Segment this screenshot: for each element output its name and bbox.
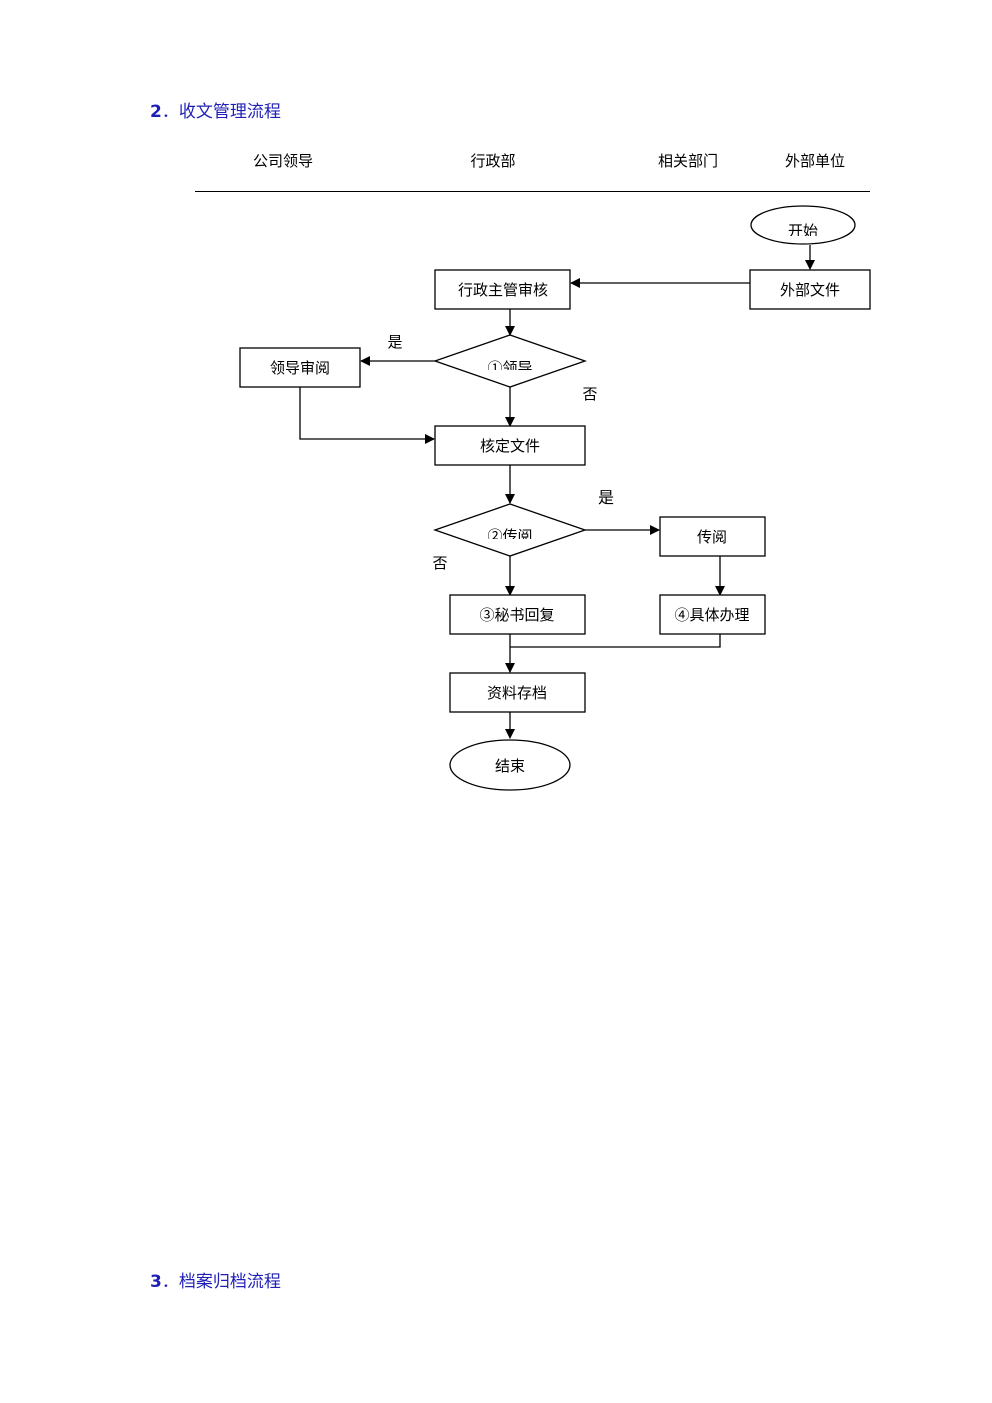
section-number: 2 — [150, 102, 162, 122]
handle-node — [659, 594, 766, 635]
section-number: 3 — [150, 1272, 162, 1292]
edge-handle-to-archive — [510, 634, 721, 648]
archive-node — [449, 672, 586, 713]
admin-review-label: 行政主管审核 — [458, 281, 548, 299]
circulate-label: 传阅 — [697, 528, 727, 546]
leader-read-label: 领导审阅 — [270, 359, 330, 377]
circulate-node — [659, 516, 766, 557]
handle-label: ④具体办理 — [674, 606, 749, 624]
circulate-decision-node — [433, 503, 587, 557]
circulate-decision-no-label: 否 — [432, 554, 447, 572]
lane-header-company-leader: 公司领导 — [252, 152, 314, 170]
leader-decision-no-label: 否 — [582, 385, 597, 403]
external-doc-label: 外部文件 — [780, 281, 840, 299]
edge-leader-read-to-confirm-doc — [299, 387, 435, 444]
circulate-decision-yes-label: 是 — [598, 488, 614, 507]
admin-review-node — [434, 269, 571, 310]
lane-header-external-unit: 外部单位 — [784, 152, 846, 170]
section-heading-receiving-docs: 2．收文管理流程 — [150, 97, 281, 122]
confirm-doc-node — [434, 425, 586, 466]
start-node — [750, 205, 856, 245]
lane-header-admin-dept: 行政部 — [470, 152, 516, 170]
lane-header-related-dept: 相关部门 — [657, 152, 719, 170]
section-heading-archiving: 3．档案归档流程 — [150, 1267, 281, 1292]
secretary-reply-label: ③秘书回复 — [479, 606, 554, 624]
secretary-reply-node — [449, 594, 586, 635]
leader-read-node — [239, 347, 361, 388]
leader-decision-node — [433, 334, 587, 388]
end-label: 结束 — [495, 757, 525, 775]
archive-label: 资料存档 — [487, 684, 547, 702]
section-title: ．收文管理流程 — [161, 102, 281, 122]
leader-decision-label: ①领导 — [487, 359, 532, 377]
start-label: 开始 — [788, 222, 818, 240]
leader-decision-yes-label: 是 — [387, 333, 402, 351]
lane-divider-line — [195, 191, 870, 192]
confirm-doc-label: 核定文件 — [480, 437, 540, 455]
end-node — [449, 739, 571, 791]
circulate-decision-label: ②传阅 — [487, 527, 532, 545]
section-title: ．档案归档流程 — [161, 1272, 281, 1292]
external-doc-node — [749, 269, 871, 310]
